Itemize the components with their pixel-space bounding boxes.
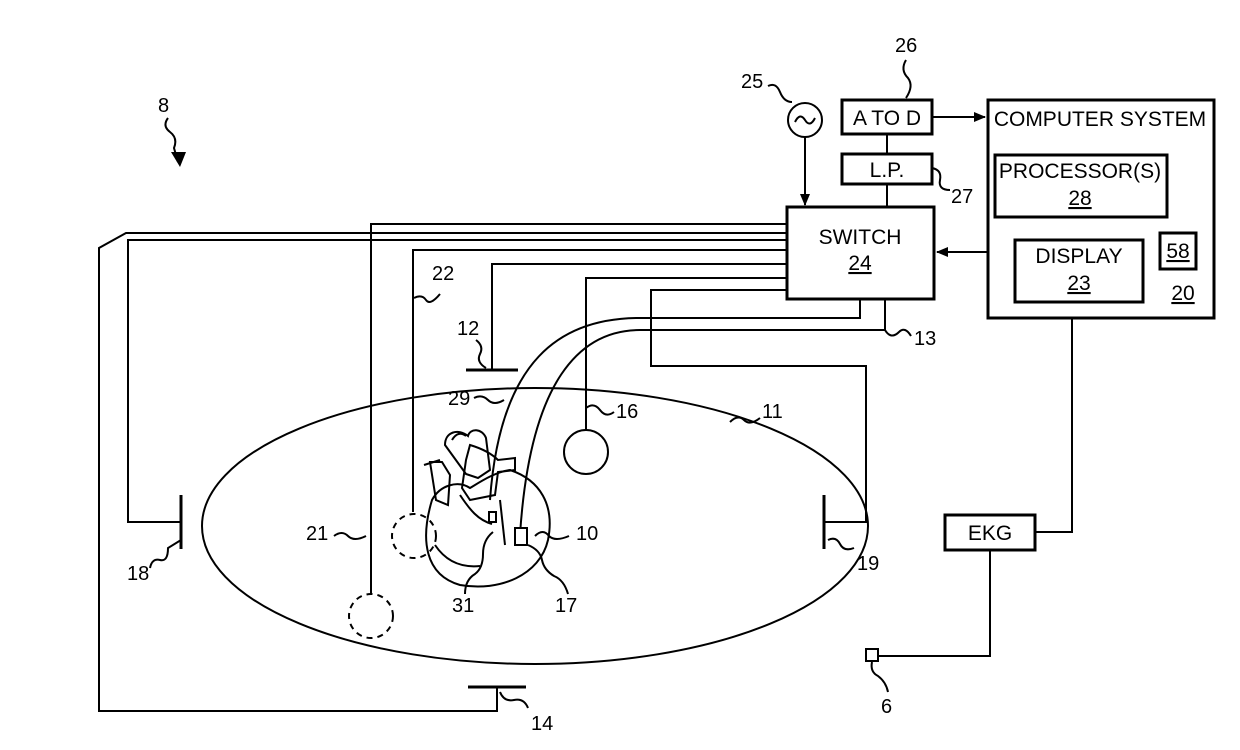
ref-22: 22 xyxy=(432,263,454,285)
reference-numerals: 26 25 27 13 12 22 29 16 11 21 10 18 19 3… xyxy=(127,35,973,735)
catheter-cable-13-inner xyxy=(520,300,885,535)
ref-27: 27 xyxy=(951,186,973,208)
ref-14: 14 xyxy=(531,713,553,735)
computer-system-ref: 20 xyxy=(1171,282,1194,305)
processors-title: PROCESSOR(S) xyxy=(999,160,1161,183)
ref-31: 31 xyxy=(452,595,474,617)
reference-electrode-21-outline xyxy=(349,594,393,638)
ref-12: 12 xyxy=(457,318,479,340)
patch-16-electrode xyxy=(564,430,608,474)
low-pass-label: L.P. xyxy=(870,159,905,182)
ref-11: 11 xyxy=(762,401,783,423)
lead-22-electrode-outline xyxy=(392,514,436,558)
svg-text:8: 8 xyxy=(158,95,169,117)
switch-title: SWITCH xyxy=(819,226,902,249)
patient-body-outline xyxy=(202,388,868,664)
ref-26: 26 xyxy=(895,35,917,57)
computer-system-title: COMPUTER SYSTEM xyxy=(994,108,1206,131)
wire-patch-19 xyxy=(651,290,866,522)
switch-ref: 24 xyxy=(848,252,872,275)
ref-18: 18 xyxy=(127,563,149,585)
ref-19: 19 xyxy=(857,553,879,575)
ref-25: 25 xyxy=(741,71,763,93)
sine-wave-source-icon xyxy=(788,103,822,137)
display-title: DISPLAY xyxy=(1035,245,1122,268)
ekg-label: EKG xyxy=(968,522,1012,545)
processors-ref: 28 xyxy=(1068,187,1091,210)
ref-6: 6 xyxy=(881,696,892,718)
ekg-to-electrode-line xyxy=(878,550,990,656)
ekg-electrode-6 xyxy=(866,649,878,661)
ref-17: 17 xyxy=(555,595,577,617)
ref-10: 10 xyxy=(576,523,598,545)
computer-to-ekg-line xyxy=(1036,318,1072,532)
ref-29: 29 xyxy=(448,388,470,410)
a-to-d-label: A TO D xyxy=(853,107,921,130)
ref-16: 16 xyxy=(616,401,638,423)
display-ref: 23 xyxy=(1067,272,1090,295)
wire-patch-14 xyxy=(99,233,787,711)
memory-58-ref: 58 xyxy=(1166,240,1189,263)
figure-label: 8 xyxy=(158,95,186,167)
wire-patch-18 xyxy=(128,240,787,522)
ref-13: 13 xyxy=(914,328,936,350)
electrode-17 xyxy=(515,528,527,545)
electrode-31 xyxy=(489,512,496,522)
ref-21: 21 xyxy=(306,523,328,545)
